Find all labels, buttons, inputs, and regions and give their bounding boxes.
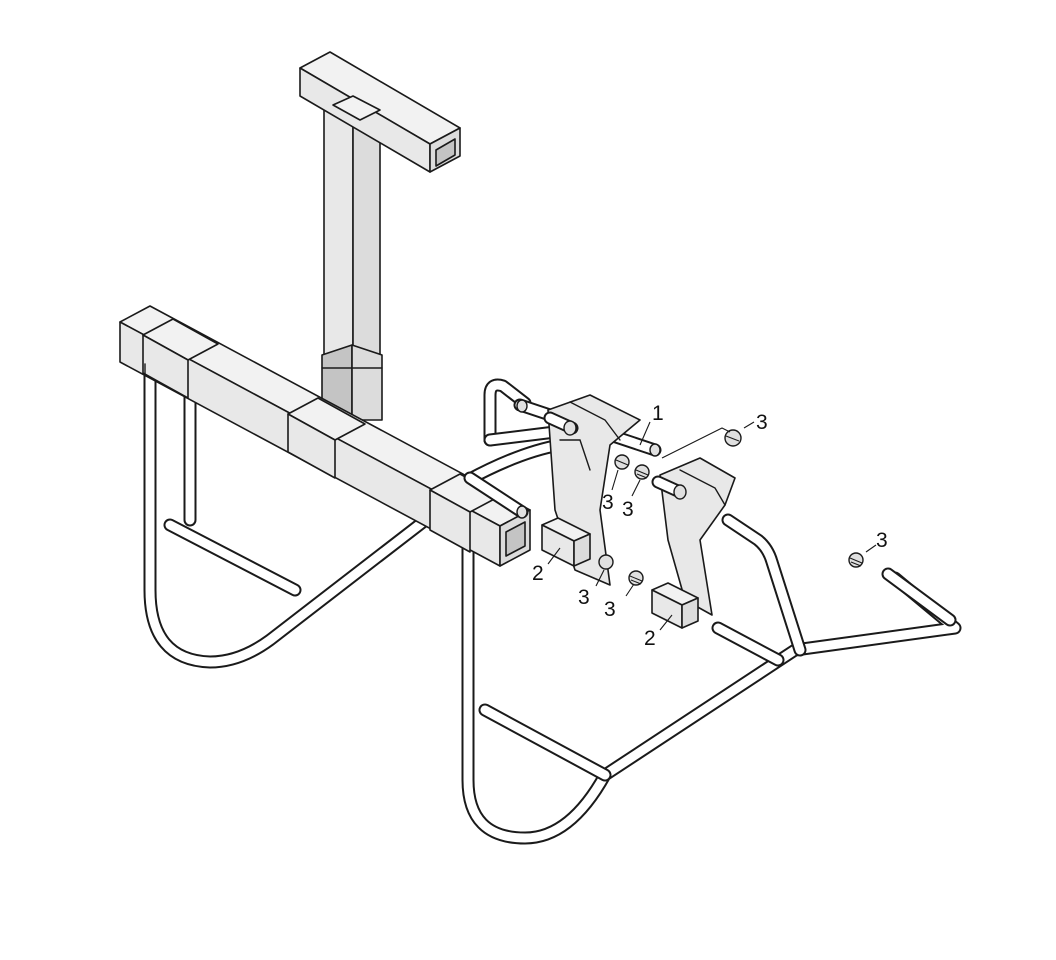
callout-2-right: 2 bbox=[644, 627, 656, 650]
plug-b bbox=[614, 454, 630, 470]
vertical-post bbox=[321, 99, 383, 431]
callout-3-mid-right: 3 bbox=[622, 498, 634, 521]
callout-3-far-right: 3 bbox=[876, 529, 888, 552]
callout-3-mid-left: 3 bbox=[602, 491, 614, 514]
square-beam bbox=[119, 305, 531, 567]
callouts: 1 2 2 3 3 3 3 3 3 bbox=[532, 402, 888, 650]
callout-1: 1 bbox=[652, 402, 664, 425]
clamp-block-right bbox=[651, 582, 699, 629]
plug-d bbox=[598, 554, 614, 570]
callout-3-lower-left: 3 bbox=[578, 586, 590, 609]
plug-a bbox=[724, 429, 742, 447]
callout-2-left: 2 bbox=[532, 562, 544, 585]
callout-3-top-right: 3 bbox=[756, 411, 768, 434]
tube-stub-left bbox=[463, 471, 529, 519]
bracket-plate-right bbox=[651, 457, 736, 616]
left-tube-frame bbox=[143, 365, 452, 669]
t-handle-top bbox=[299, 51, 461, 173]
right-tube-frame bbox=[461, 378, 962, 845]
clamp-block-left bbox=[541, 517, 591, 567]
plug-f bbox=[848, 552, 864, 568]
plug-e bbox=[628, 570, 644, 586]
callout-3-lower-right: 3 bbox=[604, 598, 616, 621]
leader-lines bbox=[547, 421, 877, 631]
plug-c bbox=[634, 464, 650, 480]
